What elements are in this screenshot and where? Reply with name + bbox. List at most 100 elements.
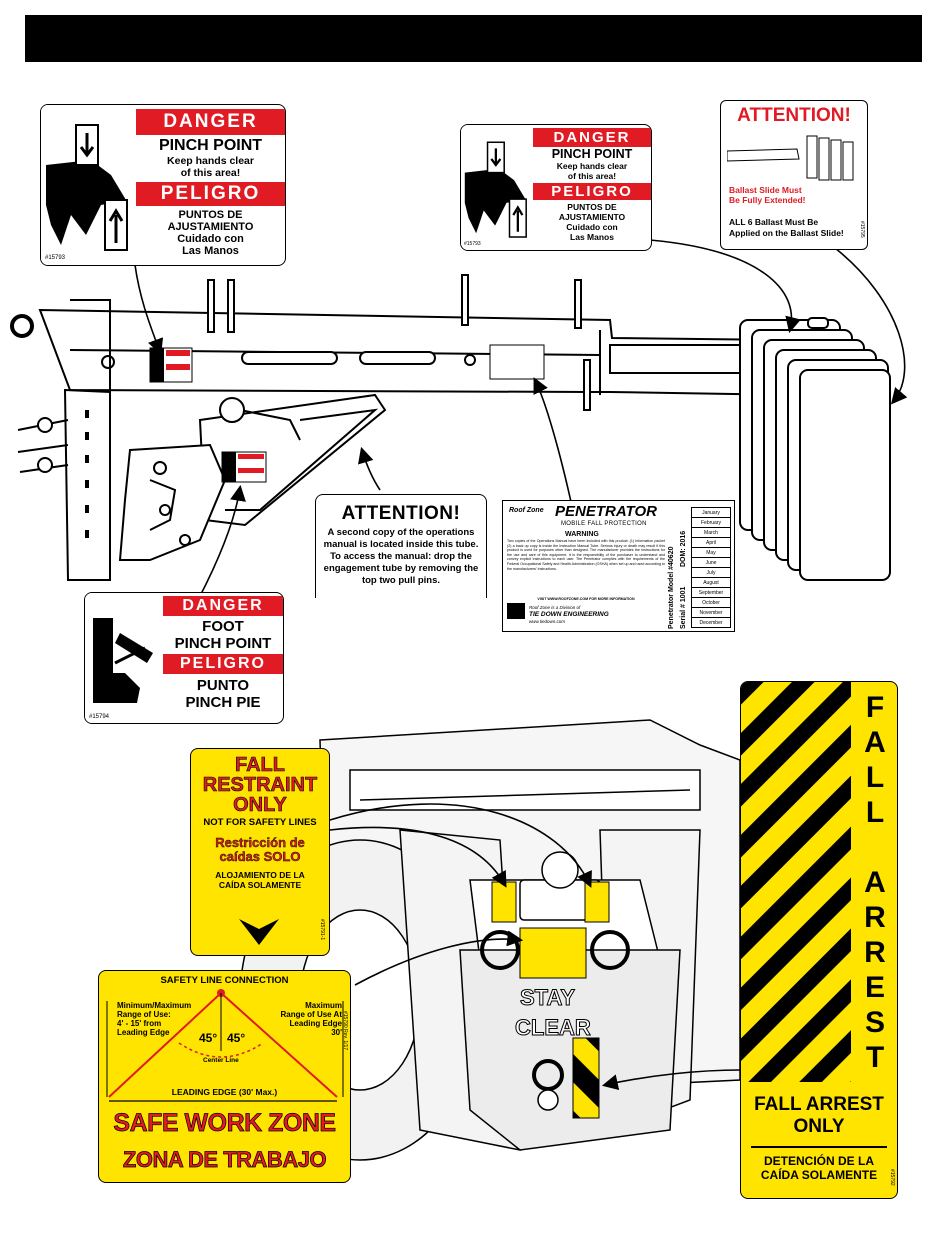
peligro-heading: PELIGRO	[136, 182, 285, 206]
vertical-letter	[851, 830, 897, 865]
area-text: of this area!	[567, 171, 617, 181]
danger-heading: DANGER	[533, 128, 651, 147]
pinch-point-text: PINCH POINT	[551, 147, 633, 161]
vertical-letter: S	[864, 1006, 885, 1039]
keep-hands-text: Keep hands clear	[556, 161, 628, 171]
roof-zone-logo: Roof Zone	[509, 507, 544, 514]
not-safety-text: NOT FOR SAFETY LINES	[203, 817, 317, 828]
month-cell: April	[691, 537, 731, 548]
es-line2: AJUSTAMIENTO	[167, 221, 254, 233]
warning-heading: WARNING	[565, 531, 599, 538]
es-line4: Las Manos	[570, 232, 614, 242]
vertical-letter: L	[865, 761, 885, 794]
down-arrow-icon	[239, 919, 279, 945]
fall-text: FALL	[235, 754, 286, 776]
foot-text: FOOT	[202, 618, 244, 635]
safety-line-connection-label: SAFETY LINE CONNECTION Minimum/Maximum R…	[98, 970, 351, 1183]
hazard-stripes	[741, 682, 851, 1082]
model-text: Penetrator Model #40620	[668, 546, 675, 629]
angle-right: 45°	[227, 1031, 246, 1045]
left-line2: Range of Use:	[117, 1010, 171, 1019]
ballast-line3: ALL 6 Ballast Must Be	[729, 217, 819, 227]
es-line1: PUNTOS DE	[567, 202, 617, 212]
es-line1: PUNTO	[196, 677, 250, 694]
attention-title: ATTENTION!	[737, 105, 851, 126]
vertical-letter: E	[864, 971, 885, 1004]
keep-hands-text: Keep hands clear	[167, 155, 254, 167]
vertical-letter: R	[864, 901, 886, 934]
fall-arrest-text: FALL ARREST	[754, 1094, 884, 1115]
month-cell: July	[691, 567, 731, 578]
ballast-line2: Be Fully Extended!	[729, 195, 806, 205]
left-line3: 4' - 15' from	[117, 1019, 162, 1028]
pinch-point-text: PINCH POINT	[174, 635, 272, 652]
brand-name: PENETRATOR	[555, 503, 657, 520]
division-text: Roof Zone is a Division of	[529, 605, 581, 610]
vertical-letter: R	[864, 936, 886, 969]
right-line3: Leading Edge	[289, 1019, 342, 1028]
label-code: #15793	[464, 241, 481, 247]
hand-pinch-icon: #15793	[41, 105, 136, 265]
vertical-letter: A	[864, 866, 886, 899]
vertical-letter: T	[865, 1041, 885, 1074]
pinch-point-danger-label-large: #15793 DANGER PINCH POINT Keep hands cle…	[40, 104, 286, 266]
zona-trabajo-text: ZONA DE TRABAJO	[122, 1147, 327, 1173]
angle-left: 45°	[199, 1031, 218, 1045]
safe-work-zone-text: SAFE WORK ZONE	[113, 1109, 336, 1138]
month-cell: March	[691, 527, 731, 538]
month-cell: September	[691, 587, 731, 598]
penetrator-serial-label: Roof Zone PENETRATOR MOBILE FALL PROTECT…	[502, 500, 735, 632]
label-code: #15792	[889, 1169, 895, 1186]
right-line1: Maximum	[305, 1001, 342, 1010]
attention-title: ATTENTION!	[341, 503, 461, 524]
es-line1: Restricción de	[215, 835, 305, 850]
es-line4: Las Manos	[182, 245, 239, 257]
es-line2: caídas SOLO	[219, 849, 301, 864]
danger-heading: DANGER	[136, 109, 285, 135]
label-code: #15794	[89, 714, 110, 720]
ballast-line4: Applied on the Ballast Slide!	[729, 228, 844, 238]
peligro-heading: PELIGRO	[163, 654, 283, 674]
hand-pinch-icon: #15793	[461, 125, 533, 250]
company-url: www.tiedown.com	[529, 619, 566, 624]
es-line3: ALOJAMIENTO DE LA	[215, 870, 305, 880]
header-bar	[25, 15, 922, 62]
company-name: TIE DOWN ENGINEERING	[529, 611, 609, 618]
es-line1: PUNTOS DE	[178, 209, 243, 221]
label-code: #15793	[45, 255, 66, 261]
month-cell: February	[691, 517, 731, 528]
restraint-text: RESTRAINT	[202, 774, 318, 796]
peligro-heading: PELIGRO	[533, 183, 651, 200]
stay-text: STAY	[520, 985, 575, 1010]
label-code: #15791-1	[319, 919, 325, 941]
left-line1: Minimum/Maximum	[117, 1001, 192, 1010]
ballast-attention-label: ATTENTION! Ballast Slide Must Be Fully E…	[720, 100, 868, 250]
fall-restraint-label: FALL RESTRAINT ONLY NOT FOR SAFETY LINES…	[190, 748, 330, 956]
es-line4: CAÍDA SOLAMENTE	[218, 880, 302, 890]
area-text: of this area!	[180, 167, 241, 179]
tde-logo-icon	[507, 603, 525, 619]
dom-text: DOM: 2016	[680, 530, 687, 567]
only-text: ONLY	[793, 1116, 845, 1137]
divider	[751, 1146, 887, 1148]
safe-zone-diagram	[106, 989, 344, 1102]
serial-text: Serial # 1001	[680, 586, 687, 629]
warning-body: Two copies of the Operations Manual have…	[507, 539, 665, 571]
brand-subtitle: MOBILE FALL PROTECTION	[561, 521, 647, 527]
vertical-letter: L	[865, 796, 885, 829]
es-line3: Cuidado con	[177, 233, 244, 245]
month-cell: November	[691, 607, 731, 618]
month-cell: January	[691, 507, 731, 518]
safety-line-title: SAFETY LINE CONNECTION	[160, 975, 289, 986]
pinch-point-text: PINCH POINT	[158, 137, 263, 154]
right-line2: Range of Use At	[280, 1010, 343, 1019]
clear-text: CLEAR	[515, 1015, 591, 1040]
manual-attention-label: ATTENTION! A second copy of the operatio…	[315, 494, 487, 598]
es-line2: AJUSTAMIENTO	[558, 212, 626, 222]
month-cell: October	[691, 597, 731, 608]
es-line3: Cuidado con	[566, 222, 618, 232]
ballast-slide-icon	[727, 135, 854, 181]
center-line-text: Center Line	[203, 1057, 239, 1064]
